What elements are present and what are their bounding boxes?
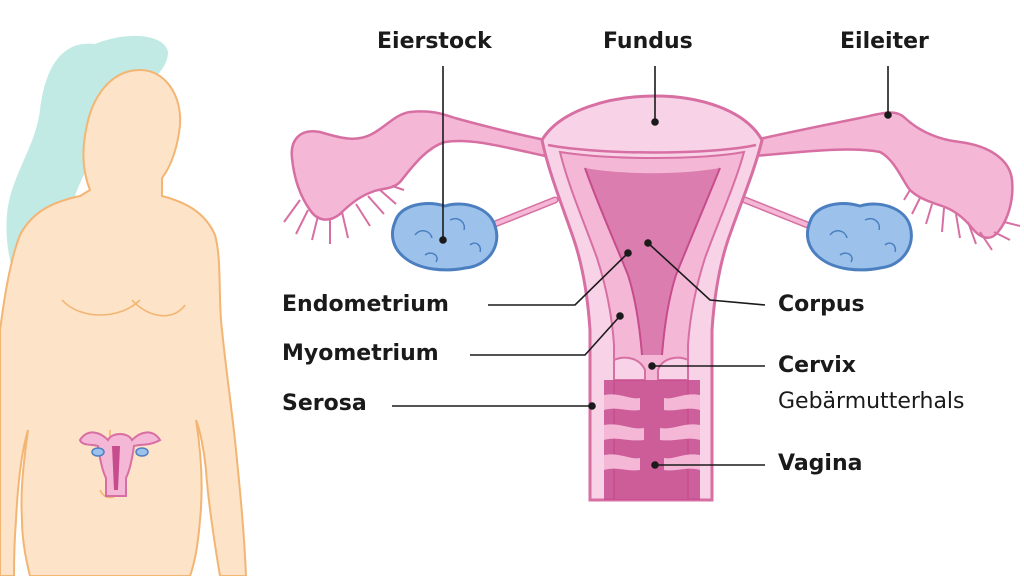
body-silhouette <box>0 68 248 576</box>
endometrium-outline <box>584 167 721 356</box>
leader-corpus <box>647 242 766 306</box>
leader-lines <box>392 66 892 469</box>
uterine-cavity <box>585 168 720 355</box>
label-gebaermutterhals: Gebärmutterhals <box>778 389 965 414</box>
leader-endometrium <box>488 252 629 306</box>
body-detail-lines <box>61 299 186 499</box>
female-body-figure <box>0 35 248 576</box>
leader-myometrium <box>470 315 621 356</box>
vagina-canal <box>604 380 700 500</box>
uterus-detail <box>283 94 1021 502</box>
ovary-right-texture <box>829 218 897 263</box>
label-eierstock: Eierstock <box>377 29 492 54</box>
label-myometrium: Myometrium <box>282 341 439 366</box>
label-vagina: Vagina <box>778 451 863 476</box>
label-corpus: Corpus <box>778 292 865 317</box>
label-fundus: Fundus <box>603 29 693 54</box>
fallopian-tube-left <box>290 110 547 221</box>
ovary-left-texture <box>414 218 482 263</box>
label-cervix: Cervix <box>778 353 856 378</box>
label-eileiter: Eileiter <box>840 29 929 54</box>
fimbriae-right <box>903 189 1021 251</box>
fimbriae-left <box>283 185 405 244</box>
fundus-line <box>547 143 757 154</box>
cervix <box>613 356 689 381</box>
label-endometrium: Endometrium <box>282 292 449 317</box>
label-serosa: Serosa <box>282 391 367 416</box>
mini-uterus <box>78 431 162 497</box>
ovary-right <box>806 202 913 272</box>
